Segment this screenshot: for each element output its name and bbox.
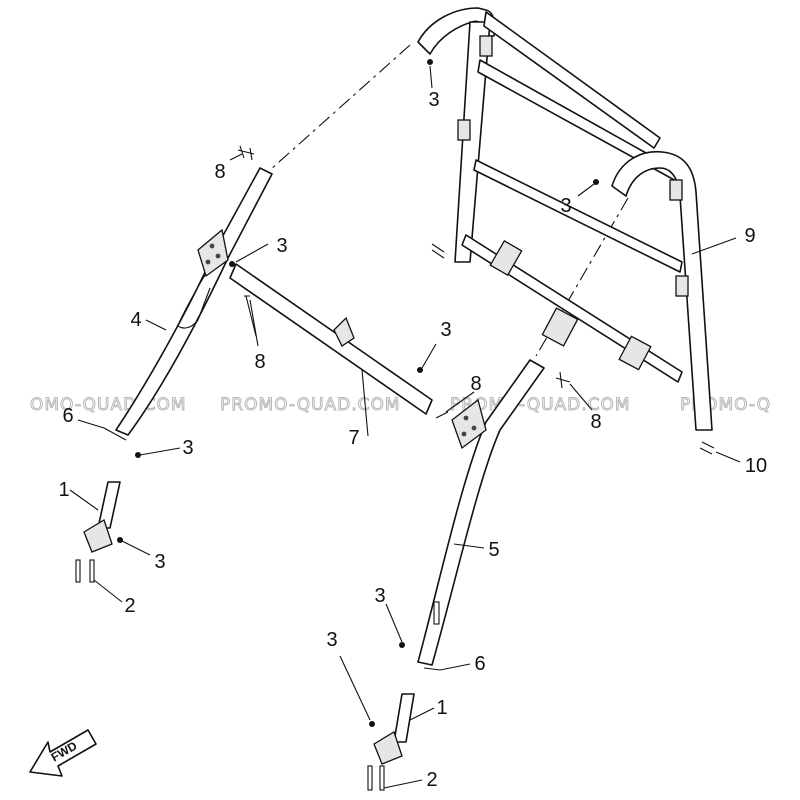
rear-frame-bracket-5 — [669, 179, 683, 201]
callout-3: 3 — [276, 235, 287, 257]
bolt-6b — [423, 667, 441, 671]
alignment-lines — [269, 44, 629, 357]
part-1-lower-mount-left — [83, 481, 121, 553]
callout-3: 3 — [326, 629, 337, 651]
callout-8: 8 — [470, 373, 481, 395]
lower-mount-left-base — [83, 519, 113, 553]
lower-mount-right-post — [393, 693, 415, 743]
rear-frame-bracket-1 — [457, 119, 471, 141]
left-pillar-handle — [177, 274, 211, 329]
crossbar-tube — [229, 263, 433, 415]
part-9-rear-frame — [417, 7, 713, 431]
bolt-8c — [435, 411, 449, 419]
watermark-text-1: OMO-QUAD.COM — [30, 395, 187, 415]
callout-2: 2 — [426, 769, 437, 791]
callout-1: 1 — [58, 479, 69, 501]
callout-7: 7 — [348, 427, 359, 449]
callout-2: 2 — [124, 595, 135, 617]
part-2-pins — [75, 559, 385, 791]
callout-9: 9 — [744, 225, 755, 247]
callout-3: 3 — [374, 585, 385, 607]
bolt-8d — [555, 371, 571, 389]
left-pillar-mount-plate — [197, 228, 229, 278]
callout-8: 8 — [214, 161, 225, 183]
rear-frame-bracket-4 — [618, 335, 652, 371]
callout-4: 4 — [130, 309, 141, 331]
part-4-left-pillar — [115, 167, 273, 436]
clip-10 — [699, 441, 715, 455]
clip-rear — [431, 243, 445, 259]
alignment-line-lower — [535, 197, 629, 357]
callout-labels: 3 8 3 9 3 4 3 8 8 6 8 7 3 10 1 5 3 3 2 3… — [58, 89, 767, 791]
callout-6: 6 — [474, 653, 485, 675]
callout-3: 3 — [560, 195, 571, 217]
rear-frame-top-rail — [483, 11, 661, 149]
part-1-lower-mount-right — [373, 693, 415, 765]
callout-3: 3 — [182, 437, 193, 459]
rear-frame-crossbar-middle — [473, 159, 683, 273]
alignment-line-upper — [269, 44, 411, 171]
callout-8: 8 — [254, 351, 265, 373]
bolt-6a — [103, 427, 127, 441]
callout-1: 1 — [436, 697, 447, 719]
rear-frame-bracket-6 — [675, 275, 689, 297]
right-pillar-tab — [433, 601, 440, 625]
lower-mount-right-base — [373, 731, 403, 765]
callout-6: 6 — [62, 405, 73, 427]
crossbar-bracket — [333, 316, 355, 347]
callout-3: 3 — [440, 319, 451, 341]
callout-3: 3 — [428, 89, 439, 111]
right-pillar-tube — [417, 359, 545, 666]
rear-frame-bracket-3 — [541, 307, 579, 347]
callout-5: 5 — [488, 539, 499, 561]
rear-frame-bracket-2 — [489, 239, 523, 277]
leader-lines — [69, 65, 741, 789]
callout-10: 10 — [745, 455, 767, 477]
fwd-arrow-icon: FWD — [29, 729, 97, 777]
right-pillar-mount-plate — [451, 398, 487, 450]
lower-mount-left-post — [97, 481, 121, 529]
rear-frame-bracket-7 — [479, 35, 493, 57]
fasteners — [103, 59, 715, 727]
rear-frame-left-post — [454, 21, 491, 263]
rear-frame-top-bend — [417, 7, 496, 55]
watermark-text-2: PROMO-QUAD.COM — [220, 395, 401, 415]
rear-frame-right-hoop — [611, 150, 713, 431]
part-7-crossbar — [229, 263, 433, 415]
callout-3: 3 — [154, 551, 165, 573]
bolt-8a — [237, 145, 255, 161]
callout-8: 8 — [590, 411, 601, 433]
part-5-right-pillar — [417, 359, 545, 666]
bolt-8b — [244, 295, 257, 337]
